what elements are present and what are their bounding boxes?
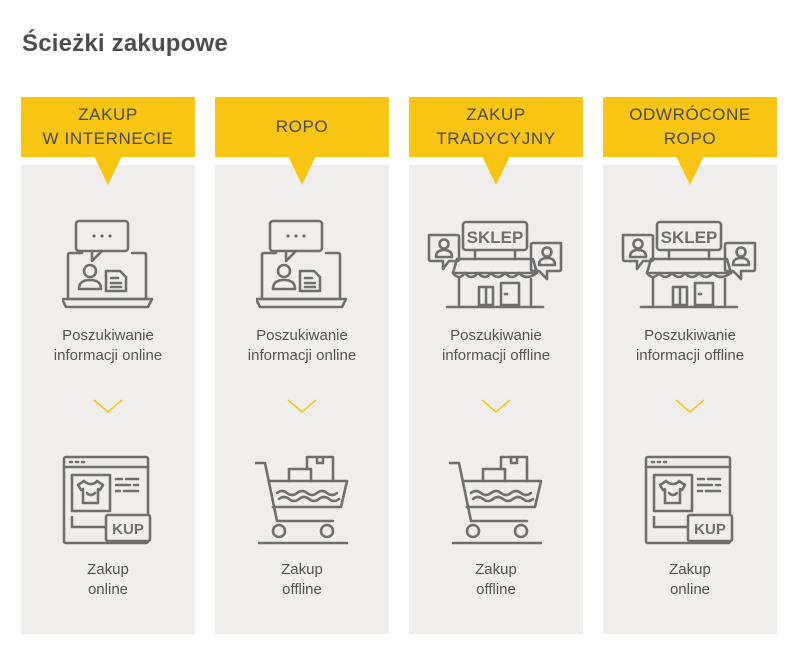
online-shop-window-icon: KUP [603,455,777,547]
path-column-ropo: ROPO Poszukiwanie informacji online Zaku… [215,97,389,634]
step2-label: Zakup online [669,561,711,598]
step2-label: Zakup offline [475,561,517,598]
shopping-cart-icon [215,455,389,547]
column-panel [215,165,389,634]
page-title: Ścieżki zakupowe [22,30,228,57]
step1-label: Poszukiwanie informacji online [53,327,163,364]
laptop-chat-icon [21,219,195,309]
online-shop-window-icon: KUP [21,455,195,547]
header-pointer-icon [288,156,316,185]
buy-button-label: KUP [694,521,726,538]
path-column-internet: ZAKUP W INTERNECIE Poszukiwanie informac… [21,97,195,634]
chevron-down-icon [481,399,511,414]
column-header: ROPO [215,97,389,157]
step1-label: Poszukiwanie informacji offline [441,327,551,364]
store-with-people-icon: SKLEP [603,219,777,311]
path-column-traditional: ZAKUP TRADYCYJNY SKLEP Poszukiwanie info… [409,97,583,634]
shopping-cart-icon [409,455,583,547]
step1-label: Poszukiwanie informacji offline [635,327,745,364]
laptop-chat-icon [215,219,389,309]
header-pointer-icon [482,156,510,185]
column-header: ODWRÓCONE ROPO [603,97,777,157]
chevron-down-icon [675,399,705,414]
path-column-reverse-ropo: ODWRÓCONE ROPO SKLEP Poszukiwanie inform… [603,97,777,634]
store-with-people-icon: SKLEP [409,219,583,311]
chevron-down-icon [287,399,317,414]
step2-label: Zakup online [87,561,129,598]
column-header: ZAKUP TRADYCYJNY [409,97,583,157]
shop-sign-label: SKLEP [661,228,718,247]
header-pointer-icon [94,156,122,185]
step2-label: Zakup offline [281,561,323,598]
header-pointer-icon [676,156,704,185]
column-panel [21,165,195,634]
chevron-down-icon [93,399,123,414]
column-header: ZAKUP W INTERNECIE [21,97,195,157]
buy-button-label: KUP [112,521,144,538]
step1-label: Poszukiwanie informacji online [247,327,357,364]
shop-sign-label: SKLEP [467,228,524,247]
